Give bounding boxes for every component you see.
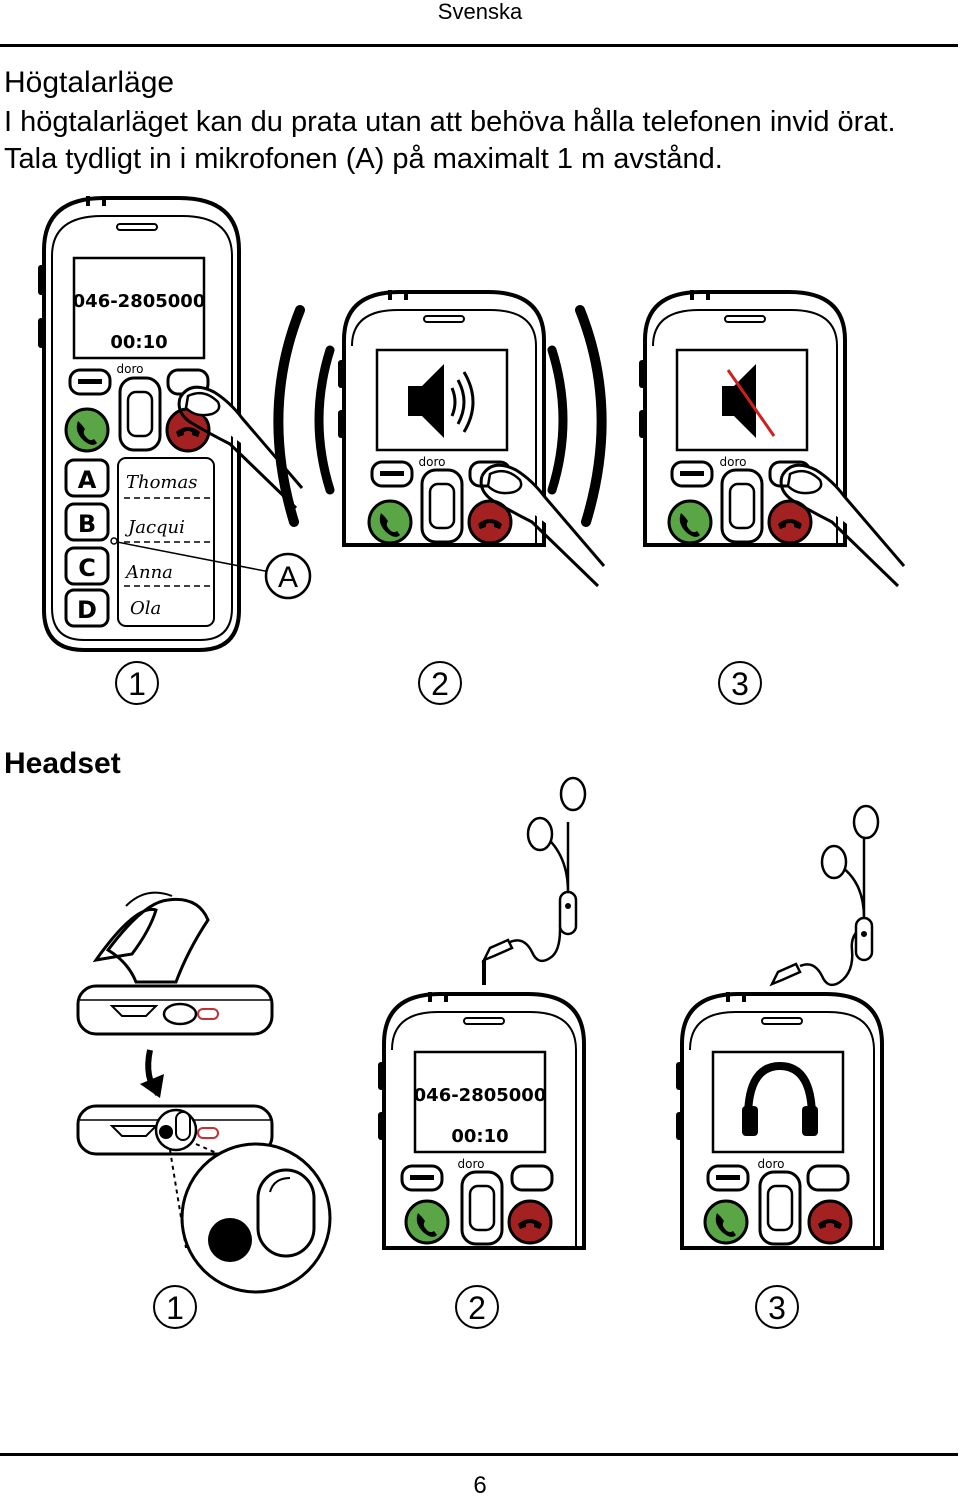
h3-brand: doro [758, 1157, 785, 1171]
headset-step-2: 2 [468, 1290, 486, 1326]
headphones-icon [742, 1061, 818, 1136]
headset-step-3: 3 [768, 1290, 786, 1326]
memory-key-a: A [78, 466, 97, 494]
contact-anna: Anna [124, 562, 173, 583]
speaker-step-3: 3 [731, 666, 749, 702]
headset-step1-illustration [76, 891, 332, 1294]
speaker-step1-phone [38, 196, 304, 652]
memory-key-b: B [78, 510, 96, 538]
headset-step2-phone [378, 776, 587, 1250]
contact-jacqui: Jacqui [124, 517, 185, 538]
headset-step3-phone [676, 804, 884, 1250]
speaker-section-body: I högtalarläget kan du prata utan att be… [4, 104, 954, 178]
h2-brand: doro [458, 1157, 485, 1171]
header-rule [0, 44, 958, 47]
body-line-2: Tala tydligt in i mikrofonen (A) på maxi… [4, 143, 723, 175]
headset-step-1: 1 [166, 1290, 184, 1326]
memory-key-c: C [78, 554, 96, 582]
h2-number: 046-2805000 [414, 1085, 547, 1106]
headset-step-3-circle [755, 1285, 799, 1329]
h2-time: 00:10 [451, 1126, 508, 1147]
speaker-step2-phone [273, 290, 607, 588]
s3-brand: doro [720, 455, 747, 469]
s1-number: 046-2805000 [73, 291, 206, 312]
s2-brand: doro [419, 455, 446, 469]
page-number: 6 [473, 1472, 487, 1499]
speaker-section-title: Högtalarläge [4, 66, 175, 99]
mic-label: A [278, 561, 298, 594]
headset-section-title: Headset [4, 747, 121, 780]
memory-key-d: D [77, 596, 97, 624]
footer-rule [0, 1453, 958, 1456]
speaker-step3-phone [639, 290, 906, 588]
running-header: Svenska [437, 0, 523, 24]
speaker-step-3-circle [718, 661, 762, 705]
speaker-step-2: 2 [431, 666, 449, 702]
headset-step-2-circle [455, 1285, 499, 1329]
contact-ola: Ola [130, 598, 161, 619]
headset-step-1-circle [153, 1285, 197, 1329]
contact-thomas: Thomas [126, 472, 197, 493]
s1-brand: doro [117, 362, 144, 376]
s1-time: 00:10 [110, 332, 167, 353]
body-line-1: I högtalarläget kan du prata utan att be… [4, 106, 896, 138]
mic-callout [264, 552, 312, 600]
speaker-step-1: 1 [128, 666, 146, 702]
speaker-step-2-circle [418, 661, 462, 705]
speaker-step-1-circle [115, 661, 159, 705]
